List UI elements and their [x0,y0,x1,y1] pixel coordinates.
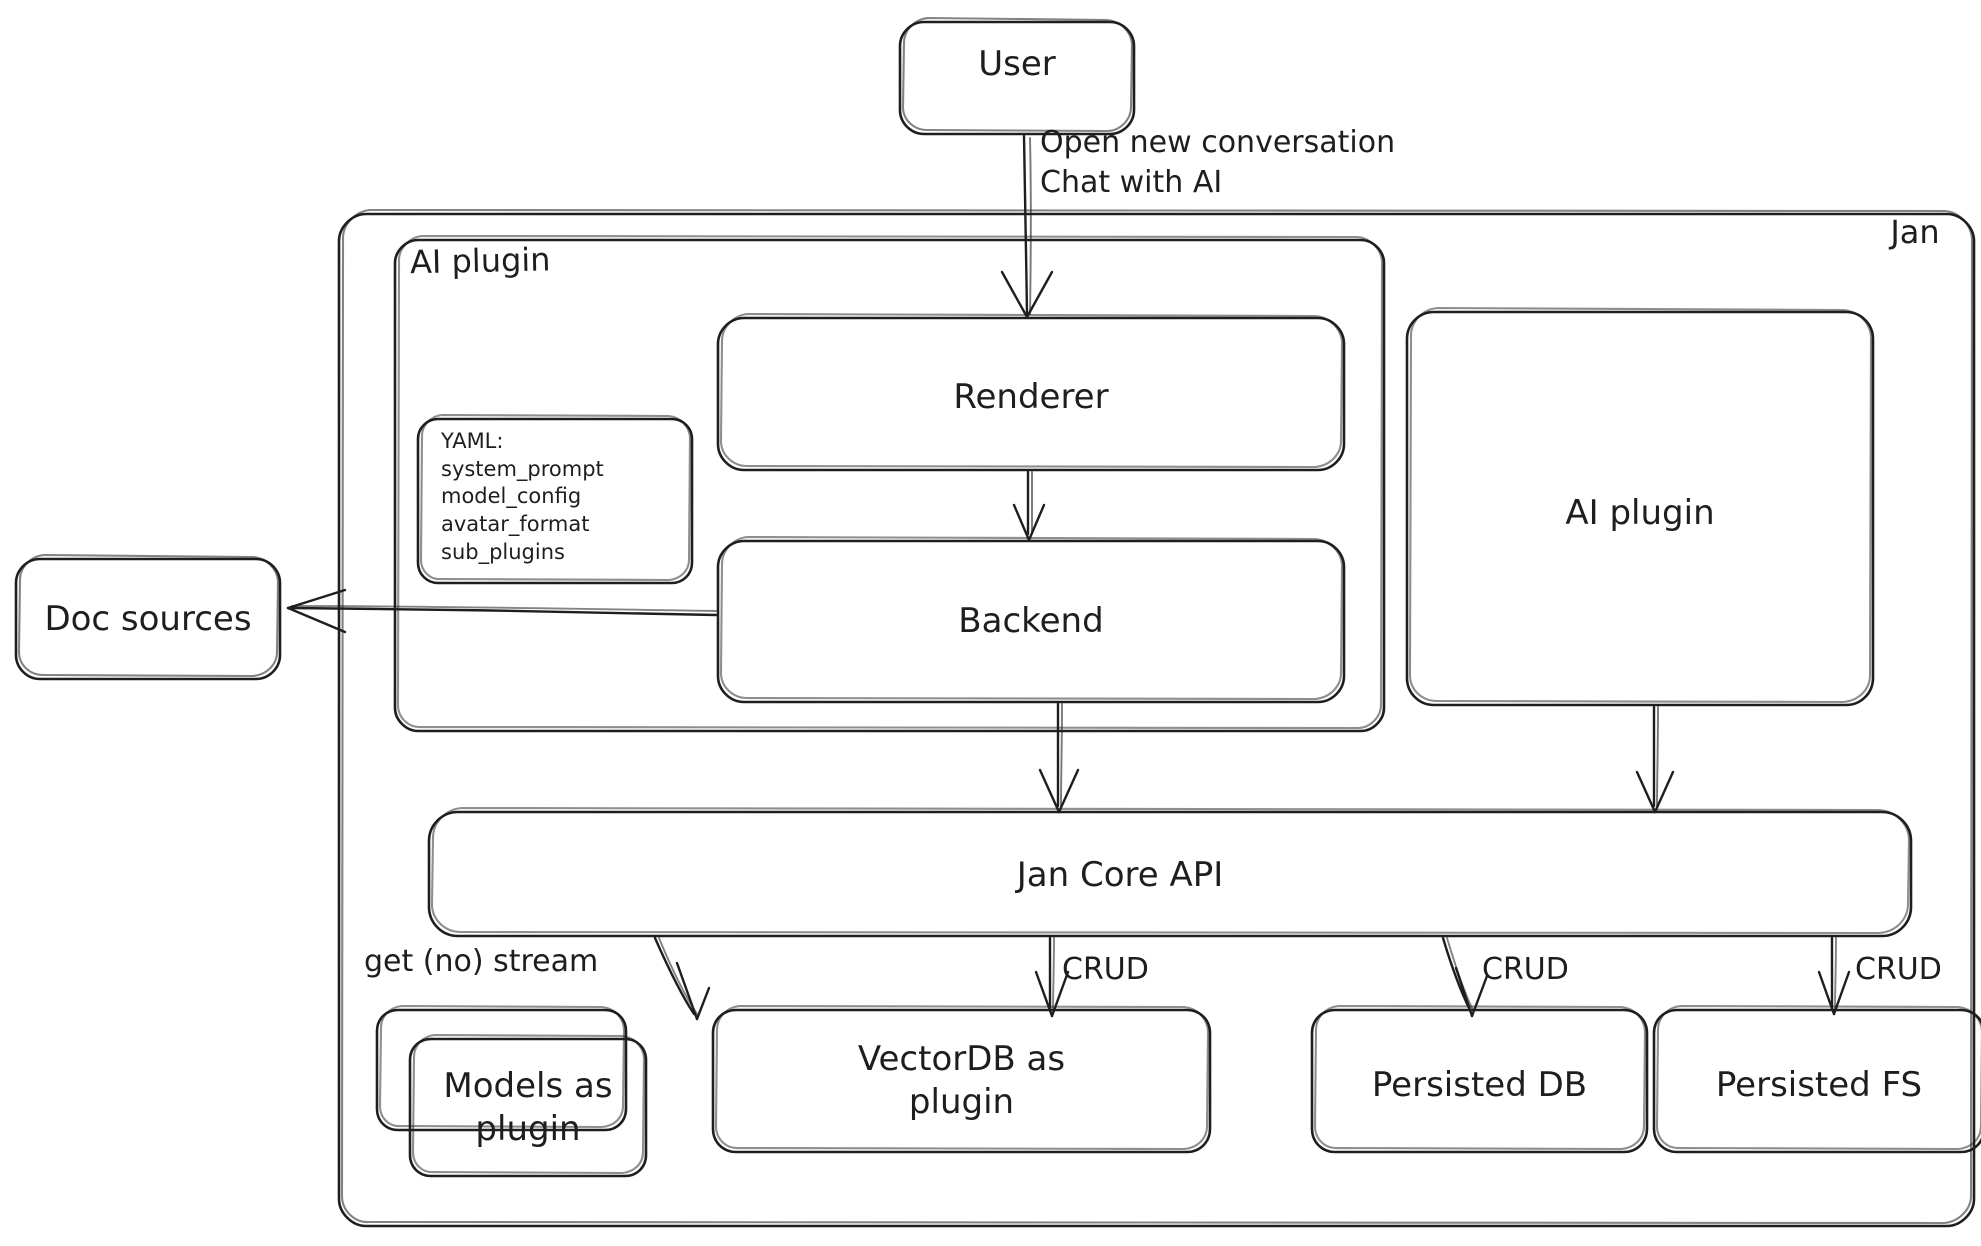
edge-backend-to-doc-sources [286,588,718,634]
edge-core-to-persisted-fs [1817,936,1851,1016]
container-ai-plugin-group-outline [393,234,1386,733]
container-jan-outline [337,208,1976,1228]
edge-core-to-persisted-db [1441,936,1489,1018]
edge-core-to-models [653,936,711,1021]
node-user-outline [898,16,1136,136]
node-persisted-db-outline [1310,1004,1649,1154]
node-ai-plugin-outline [1405,306,1875,707]
edge-core-to-vectordb [1034,936,1070,1018]
node-renderer-outline [716,312,1346,472]
node-yaml-card-outline [416,413,694,585]
edge-user-to-renderer [1000,134,1054,319]
node-jan-core-api-outline [427,806,1913,938]
edge-renderer-to-backend [1012,470,1046,542]
node-models-plugin-outline [408,1033,648,1178]
yaml-card-text: YAML: system_prompt model_config avatar_… [441,429,604,564]
node-vectordb-plugin-outline [711,1004,1212,1154]
edge-backend-to-core [1038,702,1080,814]
node-persisted-fs-outline [1652,1004,1981,1154]
node-backend-outline [716,535,1346,704]
edge-ai-plugin-to-core [1635,705,1675,814]
node-doc-sources-outline [14,553,282,681]
node-models-plugin-back-outline [375,1004,628,1132]
